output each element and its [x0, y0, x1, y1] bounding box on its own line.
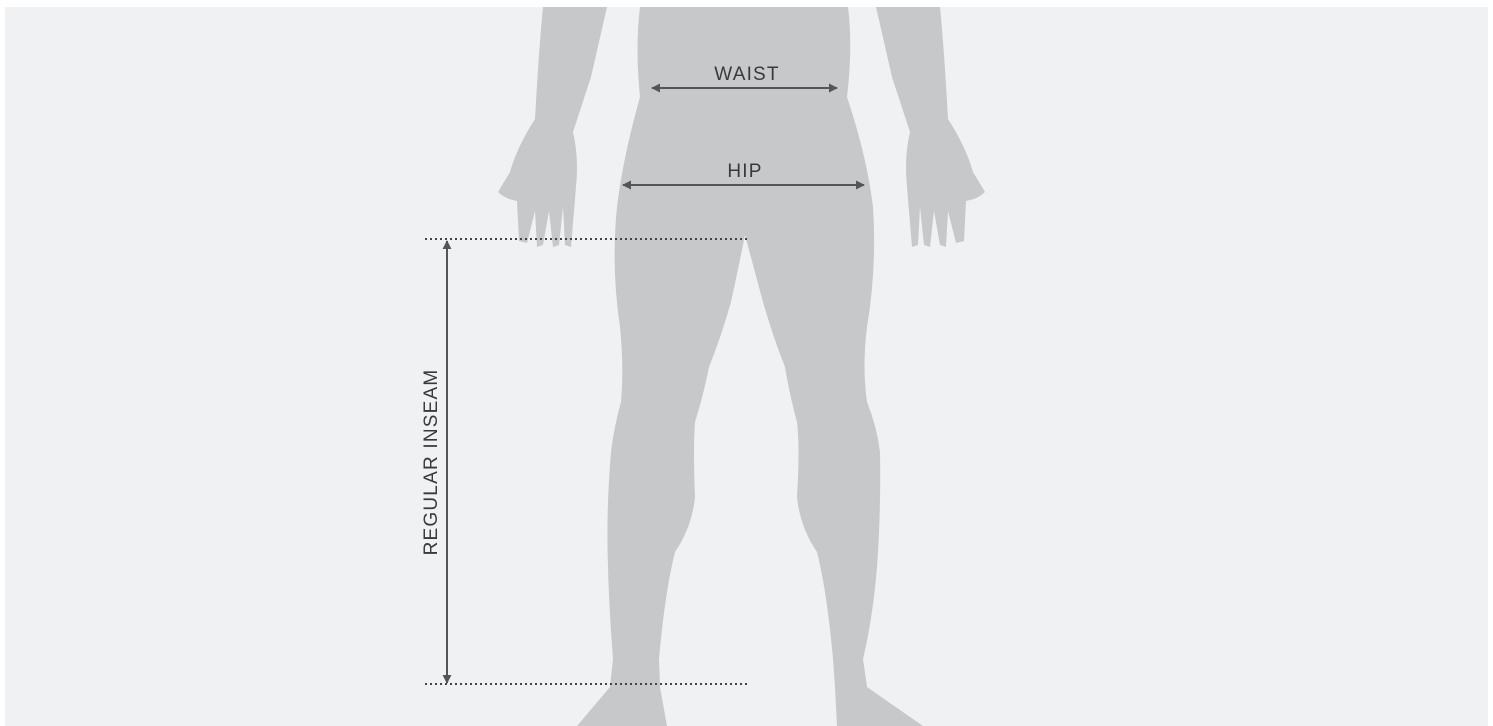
- body-silhouette: [498, 7, 985, 726]
- inseam-label: REGULAR INSEAM: [421, 369, 442, 556]
- waist-label: WAIST: [714, 64, 779, 85]
- left-arm: [498, 7, 607, 247]
- torso-and-legs: [577, 7, 923, 726]
- diagram-svg: WAIST HIP REGULAR INSEAM: [5, 7, 1488, 726]
- right-arm: [876, 7, 985, 247]
- measurement-diagram: WAIST HIP REGULAR INSEAM: [5, 7, 1488, 726]
- hip-label: HIP: [727, 161, 762, 182]
